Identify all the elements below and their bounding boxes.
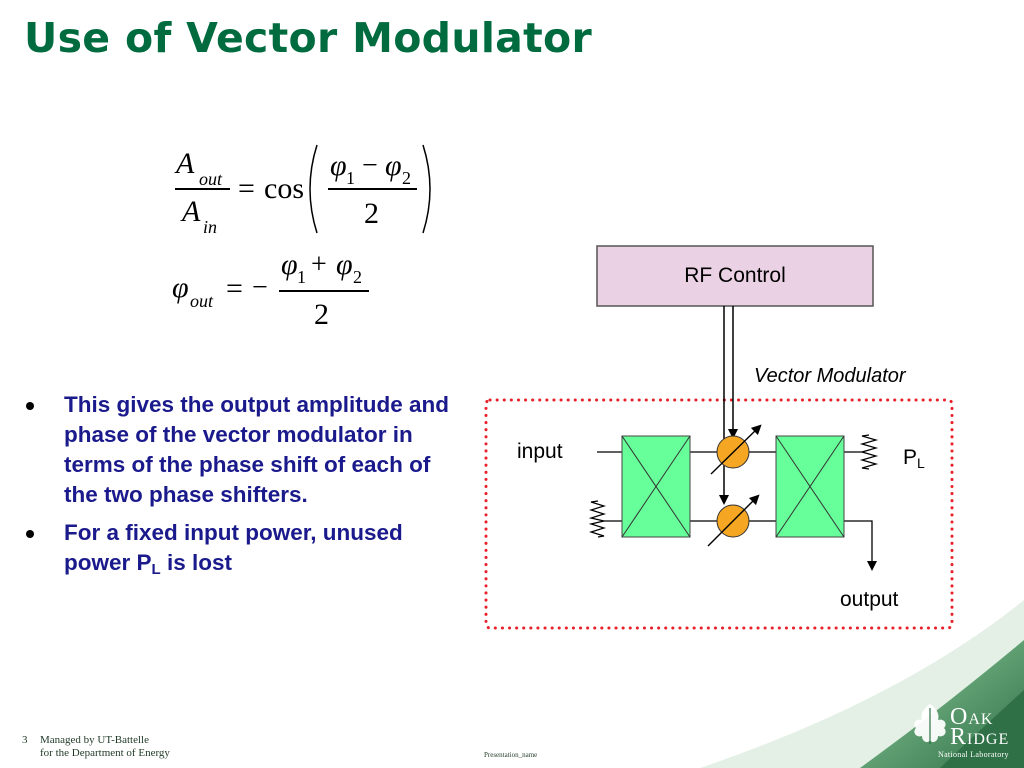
bullet-item-1: This gives the output amplitude and phas… (26, 390, 466, 510)
bullet-list: This gives the output amplitude and phas… (26, 390, 466, 586)
eq2-sub: out (190, 291, 214, 311)
output-line (844, 520, 877, 571)
eq2-equals: = (226, 272, 243, 305)
eq2-sub2: 2 (353, 267, 362, 287)
eq1-inner-bar (328, 188, 417, 190)
eq1-den-a: A (182, 195, 201, 228)
right-load-resistor-icon (859, 434, 879, 453)
eq2-fraction-bar (279, 290, 369, 292)
eq1-phi1: φ (330, 149, 347, 182)
rf-control-box (596, 245, 874, 307)
eq1-denom: 2 (364, 197, 379, 230)
presentation-name: Presentation_name (484, 751, 538, 759)
bullet-item-2: For a fixed input power, unused power PL… (26, 518, 466, 578)
phase-shifter-upper-icon (710, 424, 762, 475)
eq2-plus: + (311, 249, 327, 280)
output-label: output (840, 588, 899, 611)
bullet-text-1: This gives the output amplitude and phas… (64, 392, 450, 507)
logo-oak: OAK (950, 704, 994, 730)
vector-modulator-border (484, 398, 954, 630)
pl-label-sub: L (917, 455, 925, 471)
eq2-phi1: φ (281, 248, 298, 281)
eq2-phi2: φ (336, 248, 353, 281)
eq2-sub1: 1 (297, 267, 306, 287)
eq2-neg: − (252, 272, 268, 303)
eq1-num-sub: out (199, 169, 223, 189)
eq2-denom: 2 (314, 298, 329, 331)
pl-label-main: P (903, 446, 918, 469)
eq1-fraction-bar (175, 188, 230, 190)
phase-shifter-lower-icon (707, 494, 760, 547)
eq1-parentheses (309, 144, 431, 234)
hybrid-coupler-right (775, 435, 845, 538)
bullet-dot-icon (26, 402, 34, 410)
eq1-sub2: 2 (402, 168, 411, 188)
left-load-resistor-icon-lower (588, 520, 607, 538)
bullet-text-2-pre: For a fixed input power, unused power P (64, 520, 403, 575)
pl-label: PL (903, 446, 925, 470)
eq1-cos: cos (264, 172, 304, 205)
logo-national-laboratory: National Laboratory (938, 750, 1009, 759)
slide-title: Use of Vector Modulator (24, 14, 593, 62)
hybrid-coupler-left (621, 435, 691, 538)
eq1-den-sub: in (203, 217, 218, 237)
rf-control-label: RF Control (684, 264, 786, 287)
input-label: input (517, 440, 563, 463)
eq1-minus: − (362, 150, 378, 181)
right-load-resistor-icon-lower (859, 451, 879, 470)
eq1-equals: = (238, 172, 255, 205)
oak-leaf-icon (914, 704, 946, 744)
vector-modulator-label: Vector Modulator (754, 365, 906, 387)
bullet-text-2-post: is lost (160, 550, 232, 575)
eq1-phi2: φ (385, 149, 402, 182)
eq1-sub1: 1 (346, 168, 355, 188)
logo-ridge: RIDGE (950, 724, 1010, 750)
left-load-resistor-icon (588, 500, 607, 522)
footer-managed-line2: for the Department of Energy (40, 747, 170, 759)
page-number: 3 (22, 734, 28, 746)
bullet-dot-icon (26, 530, 34, 538)
eq1-num-a: A (176, 147, 195, 180)
eq2-phi: φ (172, 271, 189, 304)
footer-managed-line1: Managed by UT-Battelle (40, 734, 149, 746)
bullet-text-2-sub: L (151, 561, 161, 578)
